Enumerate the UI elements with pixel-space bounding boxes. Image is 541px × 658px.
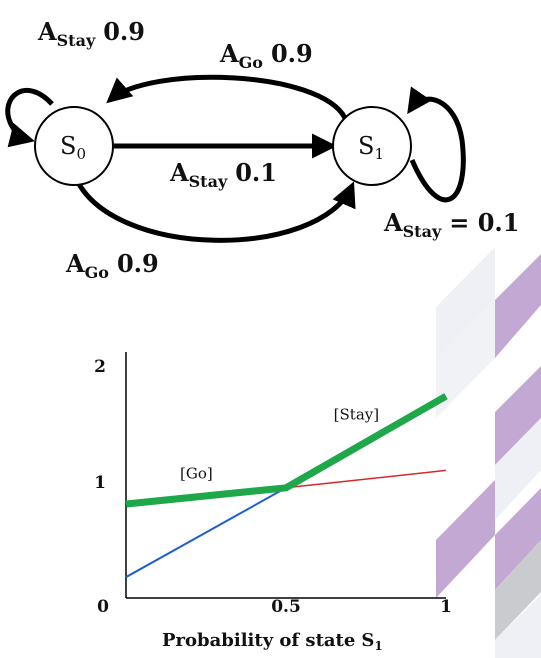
state-s0-node [34,106,114,186]
arrow-s1-self-loop [407,86,466,203]
state-s1-node [332,106,412,186]
deco-tile-grey-1 [495,540,541,640]
y-tick-label: 1 [94,473,106,493]
x-tick-label: 0.5 [271,597,301,617]
deco-tile-light-3 [495,418,541,520]
state-s0-label: S0 [60,132,86,163]
x-tick-label: 1 [440,597,452,617]
deco-tile-purple-3 [436,480,495,598]
series-annotation: [Go] [180,465,213,483]
series-stay-line [285,469,447,489]
deco-tile-light-1 [436,247,495,360]
series-annotation: [Stay] [334,405,379,423]
y-tick-label: 2 [94,357,106,377]
arrow-s0-self-loop [5,88,54,148]
deco-tile-purple-1 [495,254,541,358]
series-go-line [125,486,287,578]
label-s1-self-loop: AStay= 0.1 [383,208,519,241]
deco-tile-purple-4 [495,488,541,590]
series-upper-envelope [125,393,448,508]
arrow-s0-to-s1-lower [72,175,356,243]
decorative-tiles [436,247,541,658]
deco-tile-purple-2 [495,366,541,465]
deco-tile-light-4 [495,595,541,658]
tick-layer: 0 0.5 1 1 2 [94,357,452,617]
annotation-layer: [Go] [Stay] [180,405,379,482]
arrow-s1-to-s0-upper [106,74,348,120]
state-s1-label: S1 [358,132,384,163]
deco-tile-light-2 [436,300,495,418]
x-tick-label: 0 [97,597,109,617]
series-layer [125,393,448,578]
